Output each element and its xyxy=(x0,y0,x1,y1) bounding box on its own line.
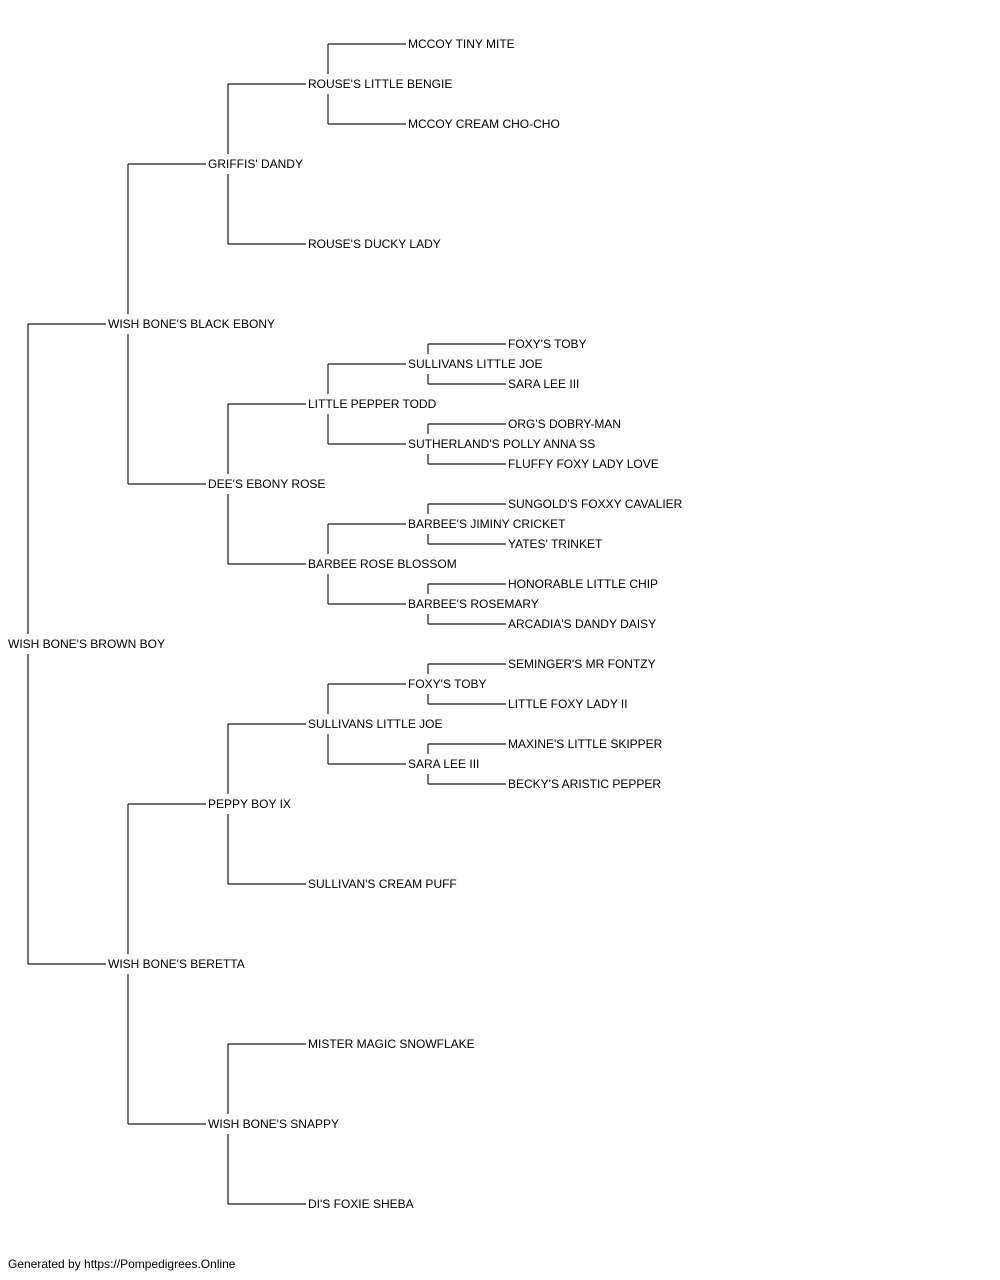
pedigree-name: WISH BONE'S BERETTA xyxy=(108,957,245,971)
pedigree-name: FOXY'S TOBY xyxy=(408,677,487,691)
pedigree-name: WISH BONE'S BROWN BOY xyxy=(8,637,165,651)
pedigree-name: WISH BONE'S SNAPPY xyxy=(208,1117,339,1131)
pedigree-name: ROUSE'S LITTLE BENGIE xyxy=(308,77,452,91)
pedigree-name: ROUSE'S DUCKY LADY xyxy=(308,237,441,251)
pedigree-name: BARBEE ROSE BLOSSOM xyxy=(308,557,457,571)
pedigree-name: MAXINE'S LITTLE SKIPPER xyxy=(508,737,663,751)
pedigree-name: DEE'S EBONY ROSE xyxy=(208,477,325,491)
pedigree-name: BARBEE'S JIMINY CRICKET xyxy=(408,517,566,531)
pedigree-name: LITTLE FOXY LADY II xyxy=(508,697,628,711)
pedigree-name: HONORABLE LITTLE CHIP xyxy=(508,577,658,591)
pedigree-name: BARBEE'S ROSEMARY xyxy=(408,597,539,611)
pedigree-name: GRIFFIS' DANDY xyxy=(208,157,303,171)
pedigree-name: MCCOY CREAM CHO-CHO xyxy=(408,117,560,131)
pedigree-name: BECKY'S ARISTIC PEPPER xyxy=(508,777,661,791)
pedigree-name: FOXY'S TOBY xyxy=(508,337,587,351)
pedigree-name: SARA LEE III xyxy=(508,377,579,391)
pedigree-name: DI'S FOXIE SHEBA xyxy=(308,1197,414,1211)
pedigree-name: WISH BONE'S BLACK EBONY xyxy=(108,317,275,331)
pedigree-name: LITTLE PEPPER TODD xyxy=(308,397,437,411)
pedigree-name: ARCADIA'S DANDY DAISY xyxy=(508,617,656,631)
pedigree-name: SULLIVANS LITTLE JOE xyxy=(408,357,543,371)
pedigree-name: SULLIVANS LITTLE JOE xyxy=(308,717,443,731)
pedigree-name: MISTER MAGIC SNOWFLAKE xyxy=(308,1037,475,1051)
footer-credit: Generated by https://Pompedigrees.Online xyxy=(8,1257,236,1271)
pedigree-name: SEMINGER'S MR FONTZY xyxy=(508,657,656,671)
pedigree-name: SUTHERLAND'S POLLY ANNA SS xyxy=(408,437,595,451)
pedigree-name: SARA LEE III xyxy=(408,757,479,771)
pedigree-name: FLUFFY FOXY LADY LOVE xyxy=(508,457,659,471)
pedigree-name: MCCOY TINY MITE xyxy=(408,37,515,51)
pedigree-name: SULLIVAN'S CREAM PUFF xyxy=(308,877,457,891)
pedigree-name: ORG'S DOBRY-MAN xyxy=(508,417,621,431)
pedigree-name: YATES' TRINKET xyxy=(508,537,603,551)
pedigree-name: SUNGOLD'S FOXXY CAVALIER xyxy=(508,497,683,511)
pedigree-name: PEPPY BOY IX xyxy=(208,797,291,811)
